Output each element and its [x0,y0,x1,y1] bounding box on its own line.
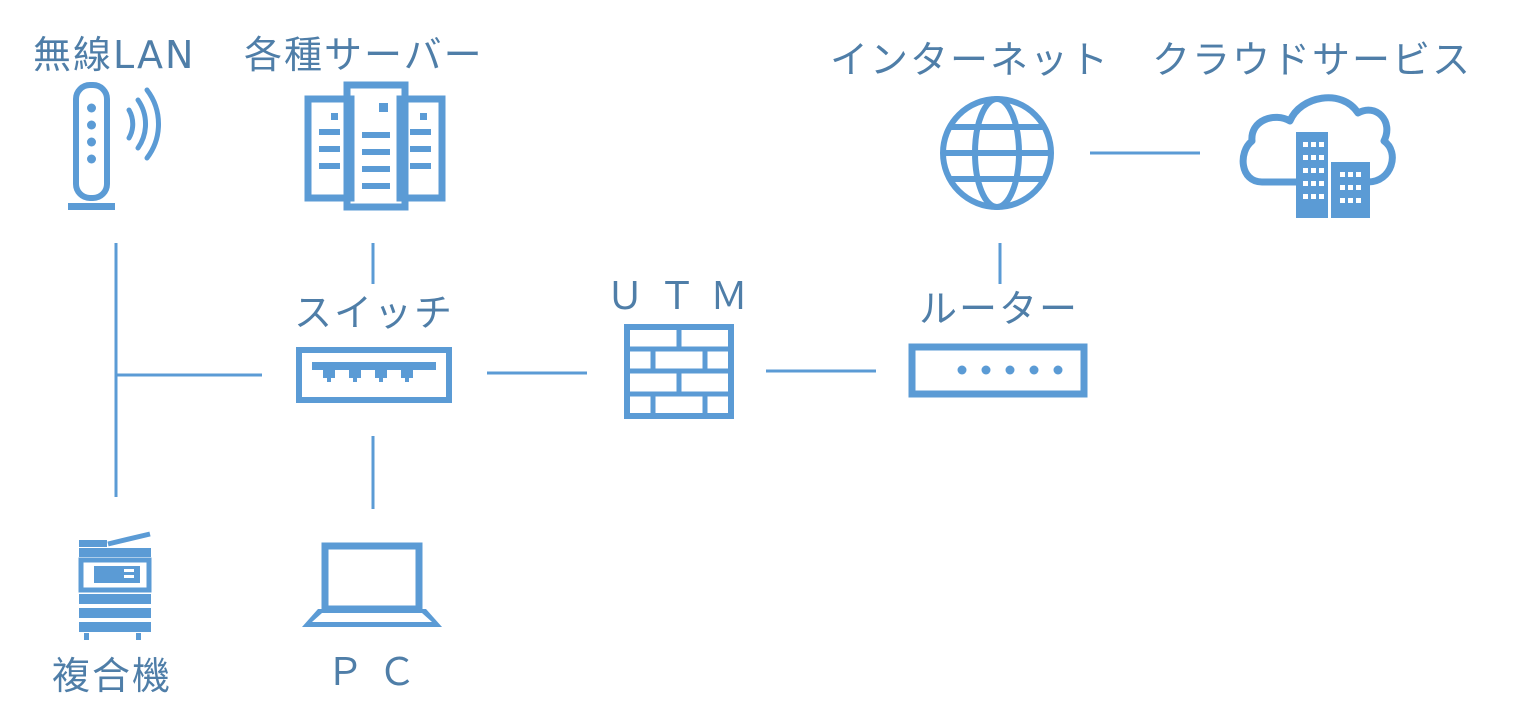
label-mfp: 複合機 [52,654,173,698]
firewall-brick-icon [624,324,734,419]
label-switch: スイッチ [293,291,455,335]
label-internet: インターネット [830,38,1111,82]
label-servers: 各種サーバー [244,33,484,77]
label-cloud-services: クラウドサービス [1152,38,1473,82]
multifunction-printer-icon [78,531,152,640]
cloud-building-icon [1239,94,1396,218]
wifi-router-icon [68,82,161,210]
label-pc: ＰＣ [325,650,431,694]
laptop-icon [302,542,442,627]
router-icon [908,343,1088,398]
label-router: ルーター [918,287,1080,331]
connections [114,151,1200,509]
label-wireless-lan: 無線LAN [33,33,196,77]
server-rack-icon [304,81,446,211]
network-switch-icon [296,347,452,403]
globe-icon [940,96,1054,210]
label-utm: ＵＴＭ [605,274,763,318]
